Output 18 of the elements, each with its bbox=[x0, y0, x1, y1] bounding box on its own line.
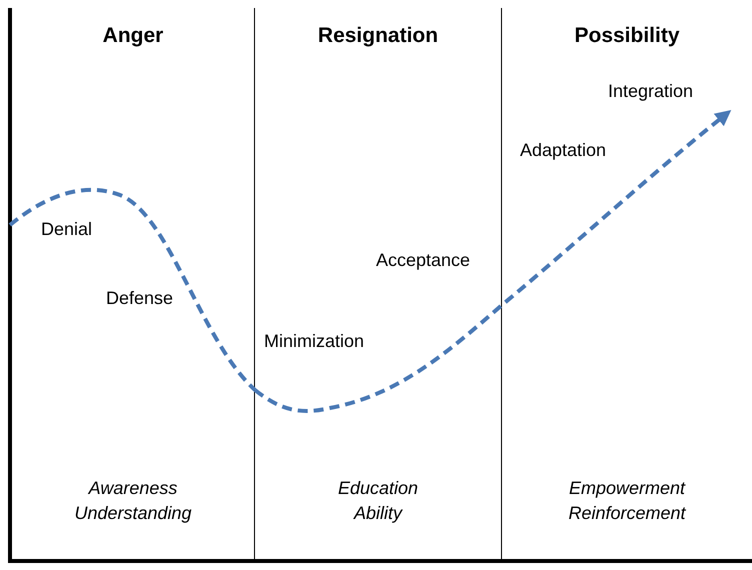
column-heading: Resignation bbox=[316, 24, 440, 48]
stage-label: Adaptation bbox=[520, 140, 606, 161]
column-heading: Anger bbox=[102, 24, 164, 48]
stage-column bbox=[255, 8, 502, 563]
stage-label: Acceptance bbox=[376, 250, 470, 271]
stage-column bbox=[8, 8, 255, 563]
stage-note: Reinforcement bbox=[567, 503, 687, 524]
stage-note: Education bbox=[336, 478, 420, 499]
stage-note: Ability bbox=[352, 503, 404, 524]
stage-note: Empowerment bbox=[568, 478, 686, 499]
stage-label: Minimization bbox=[264, 331, 364, 352]
curved-arrow bbox=[254, 110, 732, 413]
stage-label: Integration bbox=[608, 81, 694, 102]
stage-note: Awareness bbox=[86, 478, 178, 499]
stage-label: Denial bbox=[41, 219, 92, 240]
stage-note: Understanding bbox=[73, 503, 193, 524]
stage-label: Defense bbox=[106, 288, 174, 309]
column-heading: Possibility bbox=[573, 24, 681, 48]
